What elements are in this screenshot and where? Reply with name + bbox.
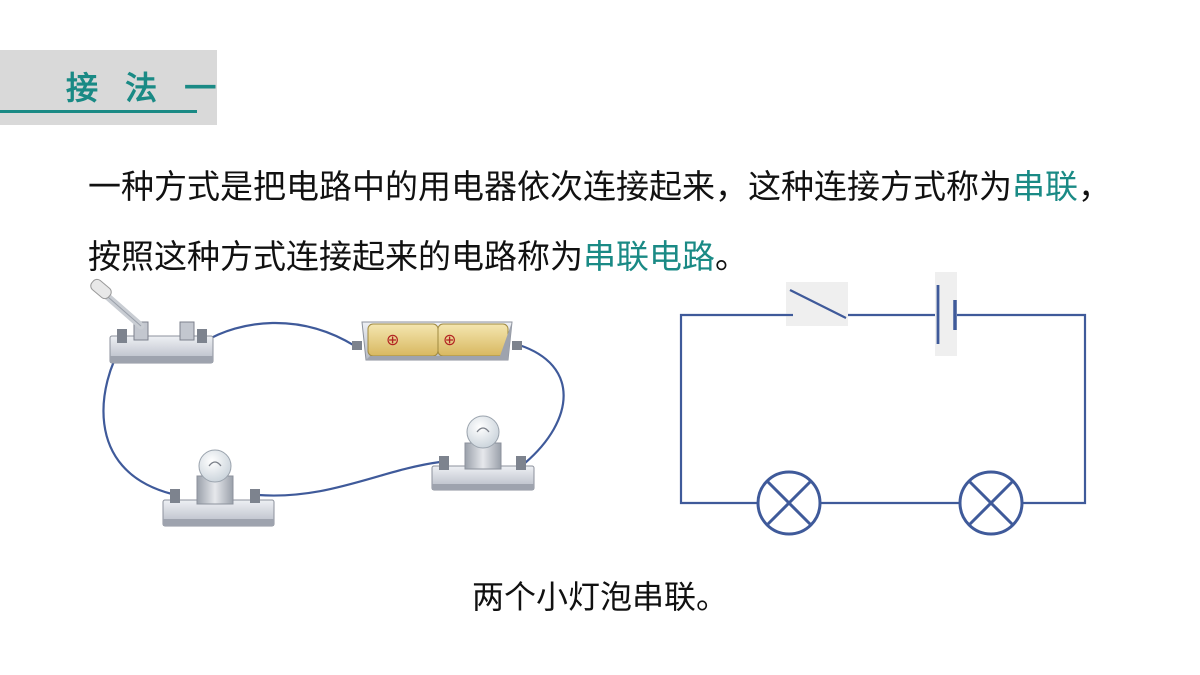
schematic-battery-backdrop: [935, 272, 957, 356]
wire-battery-to-lamp-right: [518, 343, 565, 464]
schematic-lamp-right: [958, 470, 1024, 536]
description-paragraph: 一种方式是把电路中的用电器依次连接起来，这种连接方式称为串联，按照这种方式连接起…: [88, 152, 1118, 292]
lamp-right: [431, 415, 535, 491]
wire-lamp-right-to-lamp-left: [257, 460, 441, 497]
lamp-left: [162, 449, 275, 527]
description-text-2: ，按照这种方式连接起来的电路称为: [88, 167, 1111, 276]
schematic-wire: [679, 313, 787, 505]
wire-switch-to-battery: [203, 321, 356, 347]
battery-cell-2-symbol: ⊕: [443, 330, 456, 349]
description-text-3: 。: [715, 237, 748, 276]
battery-pack: ⊕ ⊕: [352, 321, 522, 361]
knife-switch: [90, 278, 214, 364]
schematic-lamp-left: [756, 470, 822, 536]
term-series-circuit: 串联电路: [583, 237, 715, 276]
figure-caption: 两个小灯泡串联。: [471, 578, 728, 616]
term-series: 串联: [1012, 167, 1078, 206]
section-title: 接 法 一: [66, 69, 225, 107]
schematic-diagram: [679, 272, 1087, 536]
description-text-1: 一种方式是把电路中的用电器依次连接起来，这种连接方式称为: [88, 167, 1012, 206]
section-title-underline: [0, 110, 197, 113]
schematic-wire-right: [957, 313, 1087, 505]
wire-lamp-left-to-switch: [102, 345, 173, 496]
battery-cell-1-symbol: ⊕: [386, 330, 399, 349]
schematic-switch-lever: [789, 289, 847, 319]
